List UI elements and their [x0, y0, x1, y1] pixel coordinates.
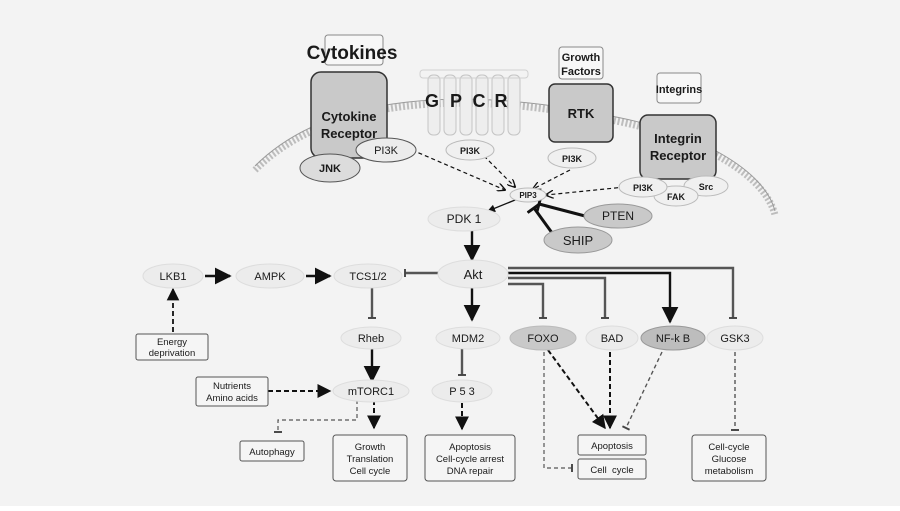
svg-text:DNA repair: DNA repair	[447, 466, 493, 477]
svg-text:Integrins: Integrins	[656, 84, 702, 96]
gsk3-node: GSK3	[706, 325, 764, 351]
svg-text:Cell-cycle arrest: Cell-cycle arrest	[436, 454, 504, 465]
pip3-node: PIP3	[509, 187, 547, 203]
svg-text:BAD: BAD	[601, 333, 624, 345]
svg-text:SHIP: SHIP	[563, 233, 593, 248]
cytokines-label: Cytokines	[307, 34, 398, 66]
svg-text:Cell cycle: Cell cycle	[590, 465, 633, 476]
growth-outcomes-box: Growth Translation Cell cycle	[332, 434, 408, 482]
rheb-node: Rheb	[340, 326, 402, 350]
svg-text:deprivation: deprivation	[149, 348, 195, 359]
tcs12-node: TCS1/2	[333, 263, 403, 289]
pi3k-rtk-node: PI3K	[547, 147, 597, 169]
energy-deprivation-box: Energy deprivation	[135, 333, 209, 361]
mdm2-node: MDM2	[435, 326, 501, 350]
svg-text:metabolism: metabolism	[705, 466, 754, 477]
gpcr-letter-r: R	[495, 91, 508, 111]
foxo-node: FOXO	[509, 325, 577, 351]
svg-text:GSK3: GSK3	[720, 333, 749, 345]
svg-text:JNK: JNK	[319, 163, 341, 175]
apoptosis-outcomes-box: Apoptosis Cell-cycle arrest DNA repair	[424, 434, 516, 482]
integrin-receptor-node: Integrin Receptor	[639, 114, 717, 180]
jnk-node: JNK	[299, 153, 361, 183]
svg-text:PI3K: PI3K	[633, 183, 654, 193]
svg-text:Cell cycle: Cell cycle	[350, 466, 391, 477]
svg-text:Src: Src	[699, 182, 714, 192]
gpcr-letter-g: G	[425, 91, 439, 111]
nfkb-node: NF-k B	[640, 325, 706, 351]
cell-cycle-box: Cell cycle	[577, 458, 647, 480]
svg-text:Akt: Akt	[464, 267, 483, 282]
pi3k-cytokine-node: PI3K	[355, 137, 417, 163]
growth-factors-label: Growth Factors	[558, 46, 604, 80]
svg-text:PI3K: PI3K	[374, 145, 399, 157]
gpcr-letter-c: C	[473, 91, 486, 111]
svg-text:NF-k B: NF-k B	[656, 333, 690, 345]
svg-text:mTORC1: mTORC1	[348, 386, 394, 398]
svg-text:PI3K: PI3K	[460, 146, 481, 156]
right-branch-edges	[543, 349, 739, 472]
membrane-edges	[411, 149, 626, 195]
gpcr-letter-p: P	[450, 91, 462, 111]
svg-text:Growth: Growth	[355, 442, 386, 453]
svg-text:PDK 1: PDK 1	[447, 212, 482, 226]
svg-text:FAK: FAK	[667, 192, 686, 202]
p53-node: P 5 3	[431, 379, 493, 403]
svg-text:Rheb: Rheb	[358, 333, 384, 345]
left-branch-edges	[166, 267, 381, 433]
akt-node: Akt	[437, 259, 509, 289]
bad-node: BAD	[585, 325, 639, 351]
svg-text:Factors: Factors	[561, 66, 601, 78]
svg-text:Growth: Growth	[562, 52, 601, 64]
cytokine-receptor-node: Cytokine Receptor	[310, 71, 388, 159]
svg-text:PIP3: PIP3	[519, 191, 537, 200]
svg-text:Nutrients: Nutrients	[213, 381, 251, 392]
svg-text:Integrin: Integrin	[654, 131, 702, 146]
svg-text:Apoptosis: Apoptosis	[449, 442, 491, 453]
svg-text:Translation: Translation	[347, 454, 394, 465]
gsk3-outcomes-box: Cell-cycle Glucose metabolism	[691, 434, 767, 482]
mtorc1-node: mTORC1	[332, 379, 410, 403]
pten-node: PTEN	[583, 203, 653, 229]
svg-text:AMPK: AMPK	[254, 271, 286, 283]
svg-text:MDM2: MDM2	[452, 333, 484, 345]
svg-text:TCS1/2: TCS1/2	[349, 271, 386, 283]
svg-text:Receptor: Receptor	[321, 126, 377, 141]
svg-text:Amino acids: Amino acids	[206, 393, 258, 404]
lkb1-node: LKB1	[142, 263, 204, 289]
svg-text:PI3K: PI3K	[562, 154, 583, 164]
svg-text:Cytokine: Cytokine	[322, 109, 377, 124]
pi3k-gpcr-node: PI3K	[445, 139, 495, 161]
svg-text:PTEN: PTEN	[602, 209, 634, 223]
svg-text:Glucose: Glucose	[712, 454, 747, 465]
ampk-node: AMPK	[235, 263, 305, 289]
nutrients-box: Nutrients Amino acids	[195, 376, 269, 407]
rtk-node: RTK	[548, 83, 614, 143]
svg-text:Cell-cycle: Cell-cycle	[708, 442, 749, 453]
svg-text:Energy: Energy	[157, 337, 187, 348]
akt-branch-edges	[508, 266, 737, 324]
svg-text:RTK: RTK	[568, 106, 595, 121]
svg-text:LKB1: LKB1	[160, 271, 187, 283]
integrins-label: Integrins	[656, 72, 702, 104]
pdk1-node: PDK 1	[427, 206, 501, 232]
svg-text:Apoptosis: Apoptosis	[591, 441, 633, 452]
svg-text:Receptor: Receptor	[650, 148, 706, 163]
pi3k-integrin-node: PI3K	[618, 176, 668, 198]
gpcr-receptor: G P C R	[419, 69, 529, 136]
ship-node: SHIP	[543, 226, 613, 254]
apoptosis-box: Apoptosis	[577, 434, 647, 456]
svg-text:FOXO: FOXO	[527, 333, 559, 345]
svg-text:Autophagy: Autophagy	[249, 447, 295, 458]
autophagy-box: Autophagy	[239, 440, 305, 462]
svg-text:P 5 3: P 5 3	[449, 386, 475, 398]
svg-text:Cytokines: Cytokines	[307, 43, 398, 64]
